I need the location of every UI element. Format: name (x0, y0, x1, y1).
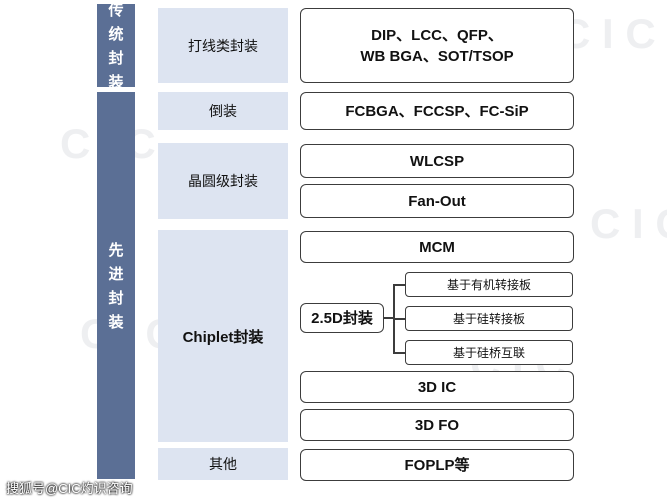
subcategory-chiplet-label: Chiplet封装 (182, 328, 264, 346)
subcategory-wire-bond: 打线类封装 (158, 8, 288, 83)
box-3d-fo-label: 3D FO (414, 416, 460, 434)
interposer-organic: 基于有机转接板 (405, 272, 573, 297)
box-mcm: MCM (300, 231, 574, 263)
box-flip-chip-types: FCBGA、FCCSP、FC-SiP (300, 92, 574, 130)
box-wlcsp-label: WLCSP (409, 152, 465, 170)
box-fan-out-label: Fan-Out (408, 192, 466, 210)
box-wlcsp: WLCSP (300, 144, 574, 178)
box-foplp-label: FOPLP等 (404, 456, 470, 474)
watermark-cic: C I C (560, 10, 656, 57)
subcategory-wire-bond-label: 打线类封装 (188, 38, 258, 55)
box-2-5d-label: 2.5D封装 (311, 309, 373, 327)
subcategory-chiplet: Chiplet封装 (158, 230, 288, 442)
watermark-cic: C I C (590, 200, 667, 247)
box-traditional-line2: WB BGA、SOT/TSOP (360, 47, 514, 65)
interposer-silicon-bridge-label: 基于硅桥互联 (452, 346, 525, 360)
interposer-silicon-bridge: 基于硅桥互联 (405, 340, 573, 365)
category-advanced: 先进封装 (97, 92, 135, 479)
box-foplp: FOPLP等 (300, 449, 574, 481)
box-2-5d: 2.5D封装 (300, 303, 384, 333)
connector-branch-3 (393, 352, 405, 354)
subcategory-wafer-level-label: 晶圆级封装 (188, 174, 258, 190)
box-mcm-label: MCM (419, 238, 455, 256)
connector-branch-1 (393, 284, 405, 286)
box-fan-out: Fan-Out (300, 184, 574, 218)
connector-horizontal (384, 317, 394, 319)
interposer-silicon-label: 基于硅转接板 (452, 312, 525, 326)
box-3d-ic: 3D IC (300, 371, 574, 403)
category-advanced-label: 先进封装 (108, 240, 124, 331)
connector-branch-2 (393, 318, 405, 320)
subcategory-other-label: 其他 (209, 457, 237, 473)
interposer-silicon: 基于硅转接板 (405, 306, 573, 331)
subcategory-flip-chip-label: 倒装 (209, 104, 237, 120)
box-traditional-packages: DIP、LCC、QFP、 WB BGA、SOT/TSOP (300, 8, 574, 83)
subcategory-other: 其他 (158, 448, 288, 480)
subcategory-flip-chip: 倒装 (158, 92, 288, 130)
footer-source: 搜狐号@CIC灼识咨询 (6, 481, 133, 496)
subcategory-wafer-level: 晶圆级封装 (158, 143, 288, 219)
category-traditional: 传统封装 (97, 1, 135, 91)
box-3d-ic-label: 3D IC (417, 378, 457, 396)
box-flip-chip-types-label: FCBGA、FCCSP、FC-SiP (345, 102, 529, 120)
interposer-organic-label: 基于有机转接板 (446, 278, 531, 292)
box-traditional-line1: DIP、LCC、QFP、 (371, 26, 503, 44)
category-traditional-label: 传统封装 (108, 0, 124, 91)
box-3d-fo: 3D FO (300, 409, 574, 441)
